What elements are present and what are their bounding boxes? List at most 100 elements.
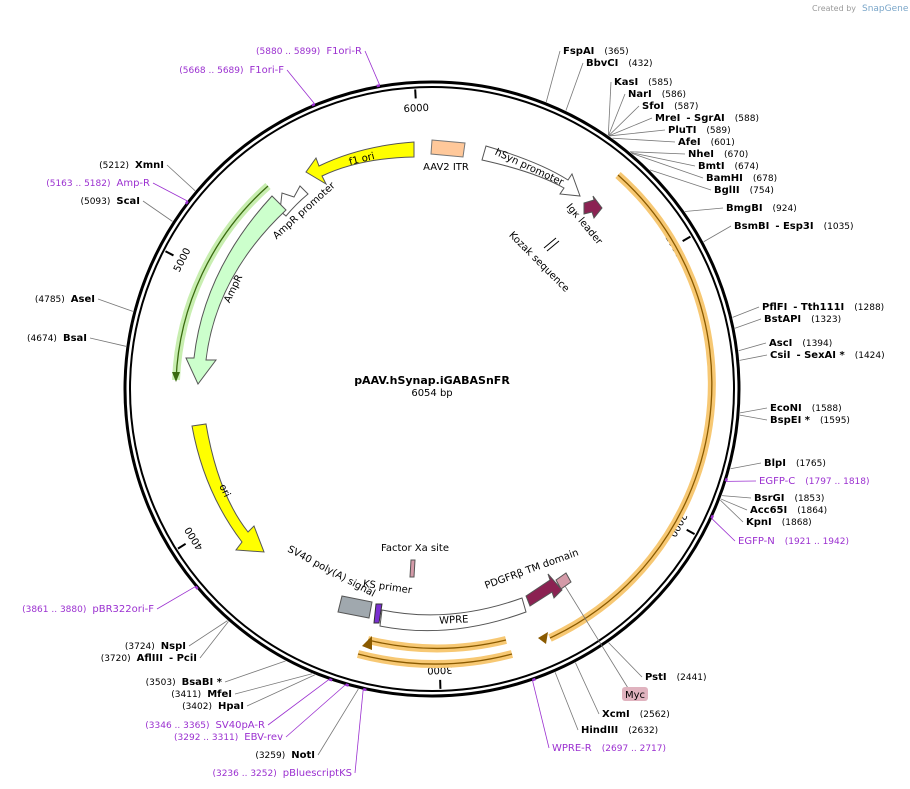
enzyme-label[interactable]: ScaI bbox=[116, 196, 140, 207]
enzyme-label[interactable]: NarI bbox=[628, 89, 652, 100]
primer-mark[interactable] bbox=[328, 678, 333, 682]
enzyme-position: (3411) bbox=[171, 690, 201, 700]
primer-mark[interactable] bbox=[345, 683, 350, 687]
tick-label: 4000 bbox=[183, 525, 206, 552]
ks-primer-feature[interactable] bbox=[373, 603, 383, 624]
enzyme-label[interactable]: BlpI bbox=[764, 458, 786, 469]
enzyme-label[interactable]: AseI bbox=[71, 294, 95, 305]
orf-arc-bottom-2-line bbox=[367, 639, 507, 649]
enzyme-position: (674) bbox=[735, 162, 759, 172]
primer-leader-line bbox=[364, 50, 381, 86]
primer-mark[interactable] bbox=[376, 84, 381, 88]
enzyme-leader-line bbox=[608, 105, 640, 136]
primer-label[interactable]: pBR322ori-F bbox=[92, 604, 154, 615]
primer-label[interactable]: pBluescriptKS bbox=[283, 768, 352, 779]
primer-position: (1797 .. 1818) bbox=[805, 477, 869, 487]
enzyme-label[interactable]: NspI bbox=[161, 641, 186, 652]
sv40-polya-feature[interactable] bbox=[337, 595, 373, 619]
enzyme-label[interactable]: BsaBI * bbox=[182, 677, 223, 688]
enzyme-label[interactable]: NotI bbox=[291, 750, 315, 761]
enzyme-label[interactable]: BbvCI bbox=[586, 58, 618, 69]
enzyme-label-alt[interactable]: - PciI bbox=[169, 653, 197, 664]
enzyme-label[interactable]: AflIII bbox=[137, 653, 163, 664]
enzyme-label[interactable]: KasI bbox=[614, 77, 638, 88]
myc-badge[interactable] bbox=[622, 687, 648, 701]
ori-feature[interactable] bbox=[191, 423, 265, 553]
enzyme-leader-line bbox=[246, 674, 315, 707]
enzyme-label[interactable]: PluTI bbox=[668, 125, 696, 136]
primer-label[interactable]: SV40pA-R bbox=[216, 720, 265, 731]
primer-label[interactable]: EGFP-N bbox=[738, 536, 775, 547]
wpre-feature[interactable] bbox=[379, 597, 527, 632]
enzyme-label[interactable]: FspAI bbox=[563, 46, 594, 57]
igk-leader-feature[interactable] bbox=[583, 195, 603, 220]
plasmid-length: 6054 bp bbox=[411, 388, 452, 399]
pdgfrb-feature[interactable] bbox=[525, 573, 563, 607]
enzyme-label[interactable]: BsaI bbox=[63, 333, 87, 344]
enzyme-label[interactable]: NheI bbox=[688, 149, 714, 160]
ampr-promoter-feature[interactable] bbox=[279, 185, 309, 217]
factor-xa-label: Factor Xa site bbox=[381, 543, 449, 554]
primer-label[interactable]: WPRE-R bbox=[552, 743, 592, 754]
primer-label[interactable]: F1ori-R bbox=[326, 46, 362, 57]
enzyme-leader-line bbox=[720, 499, 744, 523]
primer-mark[interactable] bbox=[710, 514, 714, 519]
enzyme-label[interactable]: BsmBI bbox=[734, 221, 769, 232]
enzyme-label[interactable]: Acc65I bbox=[750, 505, 787, 516]
enzyme-position: (1868) bbox=[782, 518, 812, 528]
enzyme-position: (3402) bbox=[182, 702, 212, 712]
primer-label[interactable]: Amp-R bbox=[117, 178, 151, 189]
enzyme-position: (589) bbox=[706, 126, 730, 136]
aav2-itr-feature[interactable] bbox=[430, 139, 466, 158]
enzyme-label[interactable]: MreI bbox=[655, 113, 680, 124]
f1-ori-feature[interactable] bbox=[305, 141, 415, 186]
enzyme-label[interactable]: BamHI bbox=[706, 173, 743, 184]
tick-mark bbox=[414, 89, 417, 99]
enzyme-label[interactable]: BglII bbox=[714, 185, 740, 196]
enzyme-position: (4785) bbox=[35, 295, 65, 305]
enzyme-label[interactable]: BstAPI bbox=[764, 314, 801, 325]
enzyme-label[interactable]: BspEI * bbox=[770, 415, 811, 426]
enzyme-label[interactable]: XcmI bbox=[602, 709, 630, 720]
enzyme-position: (1853) bbox=[794, 494, 824, 504]
factor-xa-feature[interactable] bbox=[409, 559, 416, 578]
enzyme-label[interactable]: EcoNI bbox=[770, 403, 802, 414]
primer-position: (5668 .. 5689) bbox=[179, 66, 243, 76]
enzyme-label[interactable]: BmtI bbox=[698, 161, 725, 172]
enzyme-label[interactable]: AscI bbox=[769, 338, 792, 349]
primer-mark[interactable] bbox=[362, 688, 367, 692]
enzyme-position: (1765) bbox=[796, 459, 826, 469]
primer-label[interactable]: EBV-rev bbox=[244, 732, 283, 743]
enzyme-label-alt[interactable]: - SgrAI bbox=[686, 113, 724, 124]
primer-mark[interactable] bbox=[194, 585, 199, 590]
ampr-feature[interactable] bbox=[185, 195, 287, 385]
enzyme-label[interactable]: HpaI bbox=[218, 701, 244, 712]
enzyme-label[interactable]: BsrGI bbox=[754, 493, 784, 504]
primer-label[interactable]: EGFP-C bbox=[759, 476, 795, 487]
hsyn-promoter-feature[interactable] bbox=[481, 145, 581, 197]
enzyme-position: (2632) bbox=[628, 726, 658, 736]
enzyme-label[interactable]: KpnI bbox=[746, 517, 772, 528]
enzyme-label[interactable]: MfeI bbox=[207, 689, 232, 700]
enzyme-label[interactable]: PflFI bbox=[762, 302, 787, 313]
enzyme-label[interactable]: PstI bbox=[645, 672, 667, 683]
enzyme-label[interactable]: BmgBI bbox=[726, 203, 763, 214]
sv40-polya-label: SV40 poly(A) signal bbox=[285, 544, 376, 600]
enzyme-leader-line bbox=[684, 207, 724, 212]
enzyme-label[interactable]: AfeI bbox=[678, 137, 701, 148]
primer-mark[interactable] bbox=[724, 477, 728, 482]
enzyme-label[interactable]: SfoI bbox=[642, 101, 664, 112]
enzyme-label[interactable]: CsiI bbox=[770, 350, 790, 361]
primer-mark[interactable] bbox=[184, 200, 189, 205]
orf-arc-left-line bbox=[175, 185, 269, 381]
enzyme-label-alt[interactable]: - Esp3I bbox=[775, 221, 813, 232]
primer-mark[interactable] bbox=[532, 677, 536, 682]
enzyme-label[interactable]: XmnI bbox=[135, 160, 164, 171]
enzyme-position: (670) bbox=[724, 150, 748, 160]
myc-feature[interactable] bbox=[555, 572, 572, 590]
enzyme-label[interactable]: HindIII bbox=[581, 725, 618, 736]
enzyme-label-alt[interactable]: - SexAI * bbox=[796, 350, 845, 361]
enzyme-label-alt[interactable]: - Tth111I bbox=[793, 302, 844, 313]
primer-mark[interactable] bbox=[311, 103, 316, 107]
primer-label[interactable]: F1ori-F bbox=[250, 65, 285, 76]
